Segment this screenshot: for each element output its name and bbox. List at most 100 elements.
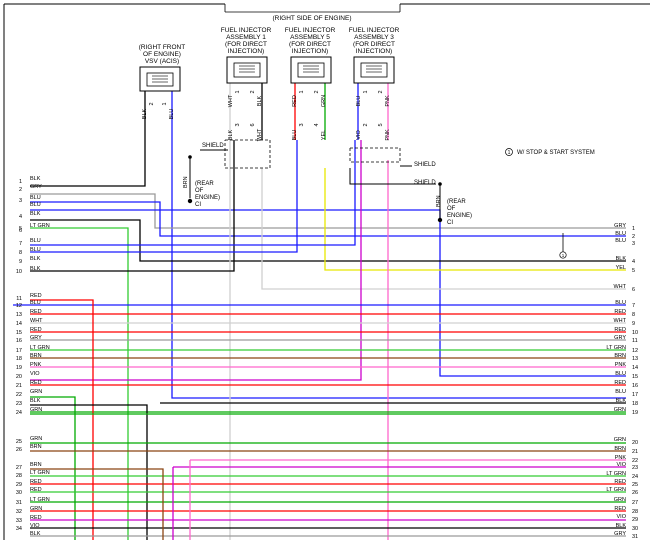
left-row-color: LT GRN [30,497,50,503]
injector-1-line-2: ASSEMBLY 1 [226,34,266,41]
injector-3-line-3: (FOR DIRECT [353,41,395,48]
left-row-number: 13 [16,312,22,318]
left-row-number: 31 [16,500,22,506]
left-row-color: BLU [30,202,41,208]
right-row-color: GRY [614,531,626,537]
left-row-color: VIO [30,371,40,377]
injector-pin-label: PNK [385,129,391,141]
right-row-number: 4 [632,259,635,265]
injector-pin-label: VIO [356,130,362,140]
left-row-number: 24 [16,410,22,416]
right-row-number: 24 [632,474,638,480]
vsv-connector-inner [146,72,174,87]
vsv-label-line-2: OF ENGINE) [143,51,181,58]
right-row-color: BLU [615,300,626,306]
left-row-number: 30 [16,490,22,496]
left-row-color: BRN [30,353,42,359]
ground-left-line-4: CI [195,202,201,208]
right-row-color: VIO [617,462,627,468]
vsv-blu-wire [171,91,626,399]
left-row-color: BLK [30,531,41,537]
row23-blk-wire [30,404,148,540]
injector-pin-number: 2 [378,90,384,93]
injector-5-line-2: ASSEMBLY 5 [290,34,330,41]
left-row-number: 19 [16,365,22,371]
right-row-number: 16 [632,383,638,389]
injector-1-line-4: INJECTION) [228,48,264,55]
right-row-number: 6 [632,287,635,293]
injector-pin-number: 2 [314,90,320,93]
injector-pin-number: 1 [235,90,241,93]
right-row-number: 8 [632,312,635,318]
left-row-color: RED [30,327,42,333]
injector-pin-number: 1 [363,90,369,93]
left-row-color: GRN [30,506,42,512]
right-row-number: 7 [632,303,635,309]
right-row-number: 10 [632,330,638,336]
note-marker: 1 [508,150,511,156]
injector-pin-number: 2 [250,90,256,93]
left-row-number: 14 [16,321,22,327]
left-row-color: WHT [30,318,43,324]
right-row-color: BLK [616,398,627,404]
left-row-number: 27 [16,465,22,471]
shield-right-dot [438,182,442,186]
left-row-color: LT GRN [30,470,50,476]
left-row-number: 28 [16,473,22,479]
left-row-color: RED [30,479,42,485]
left-row-number: 7 [19,241,22,247]
right-row-number: 31 [632,534,638,540]
left-row-number: 32 [16,509,22,515]
injector-pin-number: 3 [235,123,241,126]
right-row-number: 28 [632,509,638,515]
left-row-number: 3 [19,198,22,204]
injector-5-line-4: INJECTION) [292,48,328,55]
right-row-color: BLK [616,523,627,529]
right-row-color: RED [614,506,626,512]
vsv-blk-wire [30,91,146,187]
right-shield-ground: SHIELD SHIELD BRN (REAR OF ENGINE) CI [414,162,472,226]
left-row-color: BLU [30,195,41,201]
right-row-number: 21 [632,449,638,455]
inj5-blu-bottom [30,140,298,253]
right-row-color: PNK [615,362,627,368]
left-row-color: GRN [30,389,42,395]
right-row-number: 22 [632,458,638,464]
left-row-number: 10 [16,269,22,275]
vsv-label-line-3: VSV (ACIS) [145,58,179,65]
right-row-number: 30 [632,526,638,532]
injector-pin-label: BLK [257,95,263,106]
left-row-number: 25 [16,439,22,445]
left-row-number: 8 [19,250,22,256]
injector-3-line-4: INJECTION) [356,48,392,55]
shield-right-wire-2 [349,168,436,185]
right-row-color: BLU [615,231,626,237]
left-row-number: 4 [19,214,22,220]
left-row-color: BLK [30,211,41,217]
vsv-label-line-1: (RIGHT FRONT [139,44,185,51]
injector-pin-label: GRN [321,95,327,107]
right-row-color: GRN [614,437,626,443]
left-row-number: 9 [19,259,22,265]
right-row-color: GRN [614,497,626,503]
right-row-color: LT GRN [606,471,626,477]
injector-1-line-3: (FOR DIRECT [225,41,267,48]
injector-pin-number: 1 [299,90,305,93]
right-row-number: 1 [632,226,635,232]
right-row-number: 15 [632,374,638,380]
left-row-number: 33 [16,518,22,524]
vsv-pin-label: BLU [169,109,175,120]
left-shield-ground: SHIELD BRN (REAR OF ENGINE) CI [183,143,224,208]
right-row-color: RED [614,479,626,485]
ground-left-dot [187,198,193,204]
row4-blk-wire [30,219,626,262]
vsv-pin-number: 1 [162,102,168,105]
shield-right-label-2: SHIELD [414,180,436,186]
ground-right-line-2: OF [447,206,456,212]
header-label: (RIGHT SIDE OF ENGINE) [273,15,352,22]
ground-left-line-2: OF [195,188,204,194]
right-row-number: 14 [632,365,638,371]
left-row-color: BRN [30,444,42,450]
shield-box-inj1 [224,139,271,169]
inj1-wht-bottom [261,168,626,290]
